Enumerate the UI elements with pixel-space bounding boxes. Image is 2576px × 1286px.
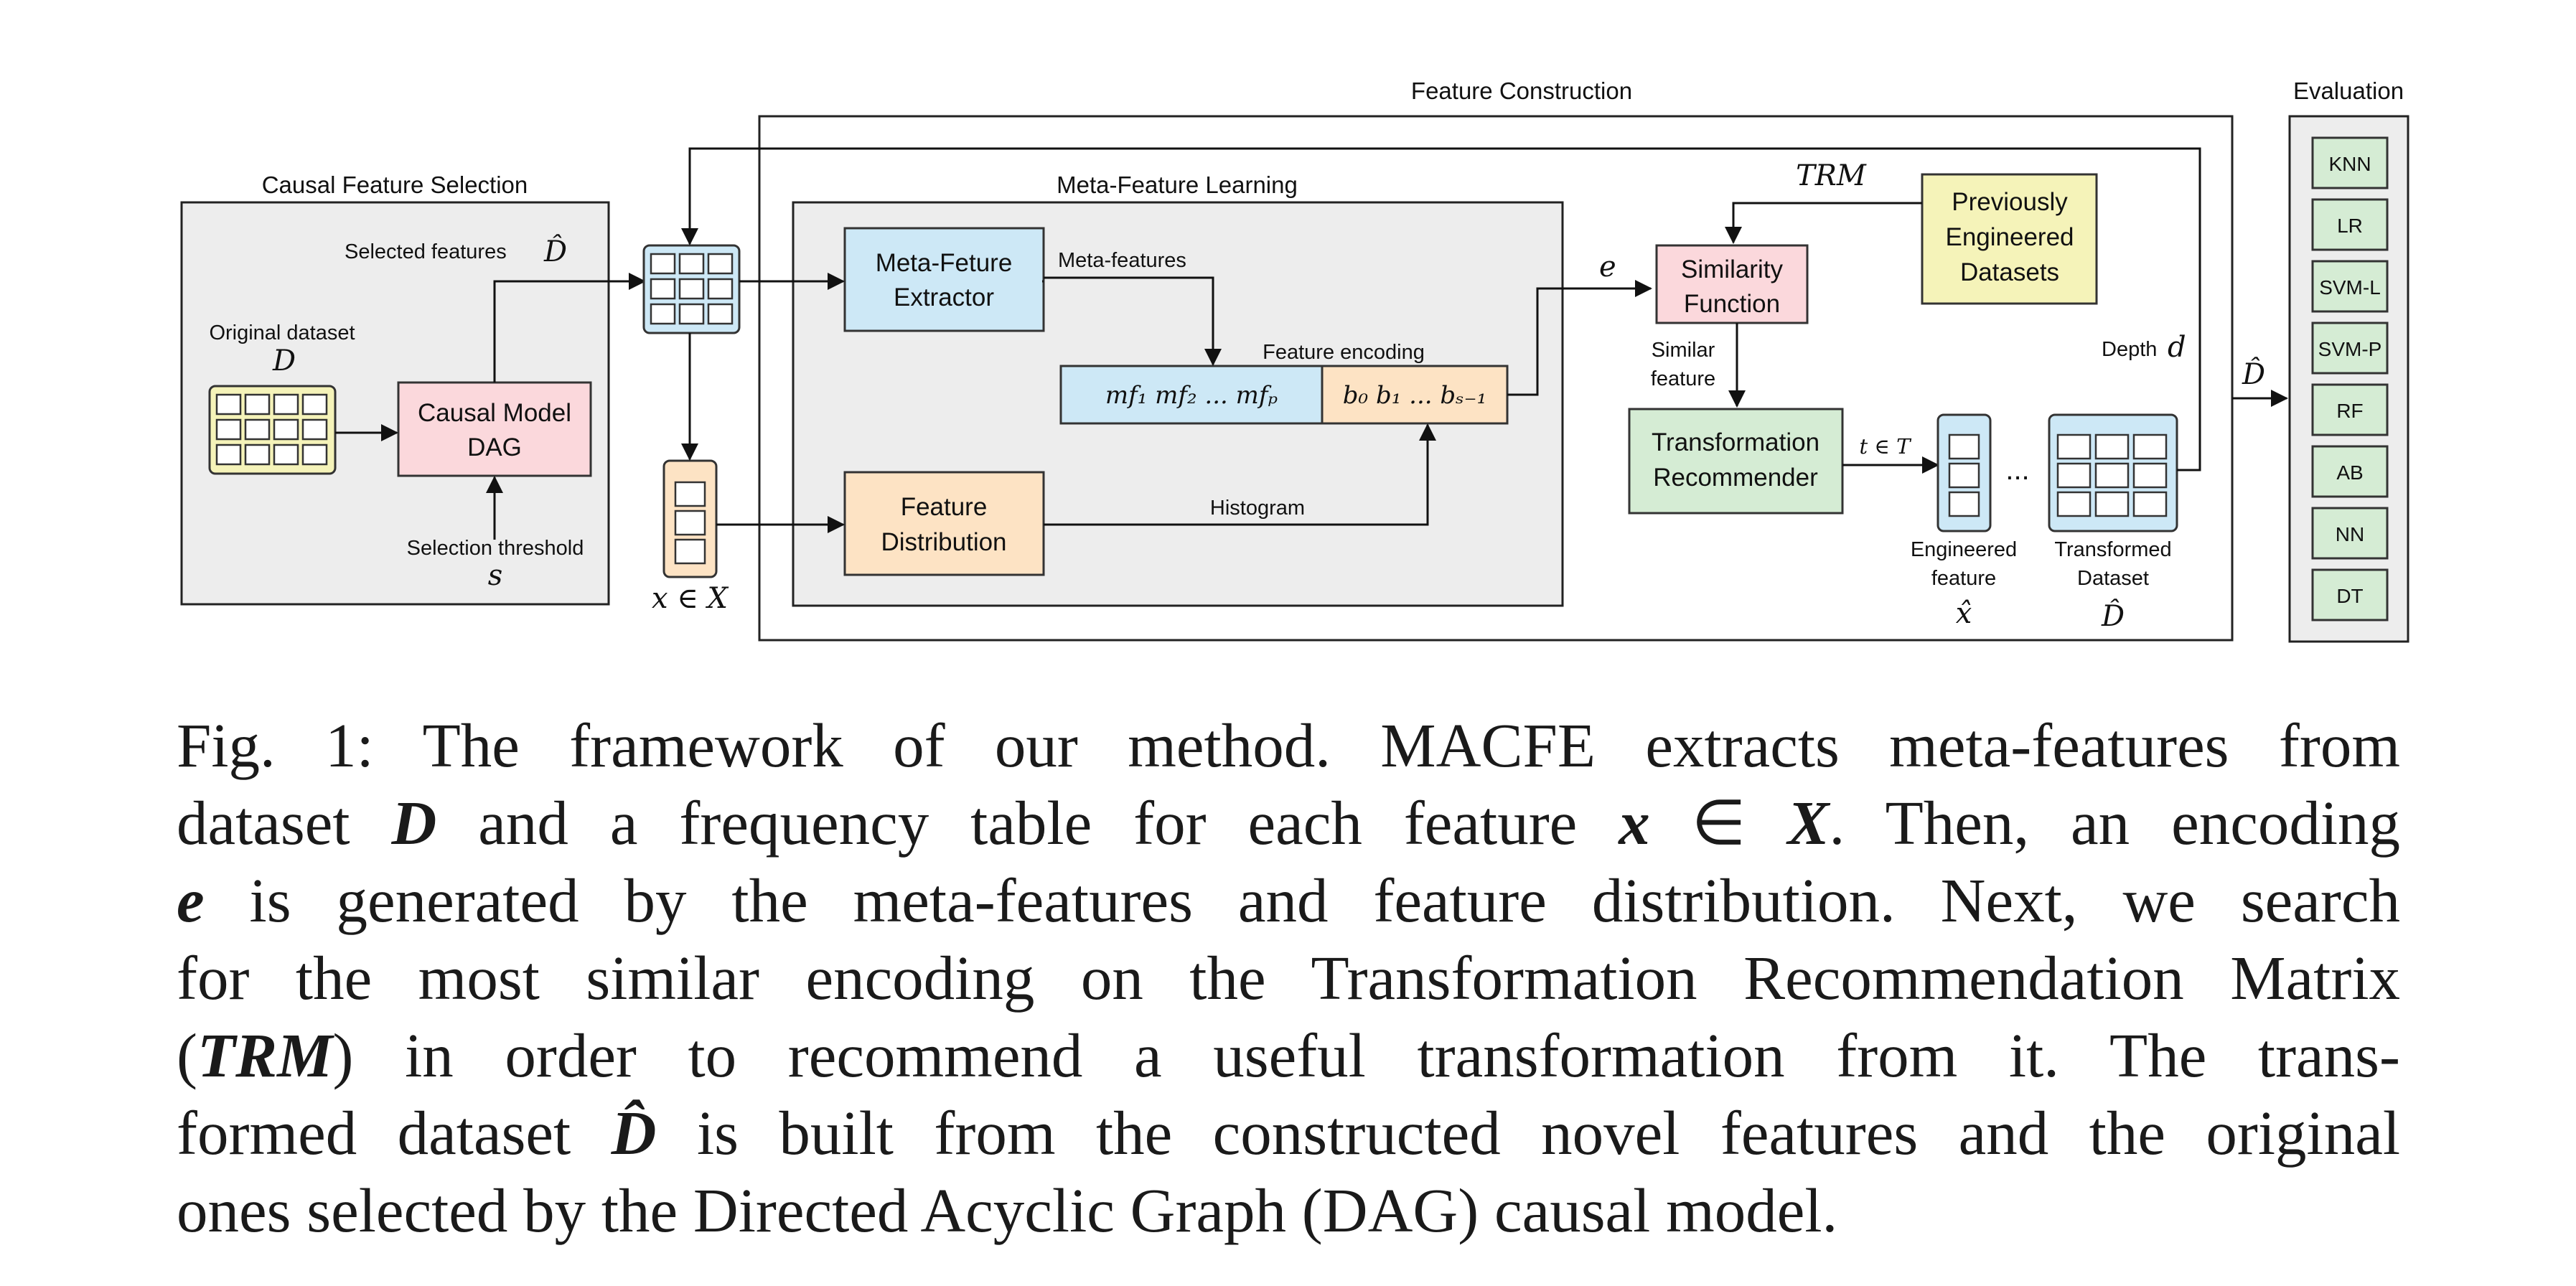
feature-set-X-symbol: X xyxy=(1787,788,1830,858)
transformation-recommender-box xyxy=(1628,408,1844,515)
engineered-feature-line1: Engineered xyxy=(1911,538,2017,561)
caption-line-4: for the most similar encoding on the Tra… xyxy=(177,943,2400,1013)
selection-threshold-symbol: s xyxy=(488,559,503,592)
meta-panel-title: Meta-Feature Learning xyxy=(1057,172,1298,198)
transformed-dataset-grid-icon xyxy=(2048,413,2178,532)
causal-model-line2: DAG xyxy=(467,433,522,461)
feature-x-symbol: x xyxy=(1619,788,1650,858)
figure-caption: Fig. 1: The framework of our method. MAC… xyxy=(177,707,2400,1249)
feature-x-column-icon xyxy=(662,459,718,578)
transformed-dataset-line1: Transformed xyxy=(2054,538,2171,561)
similarity-function-box xyxy=(1655,244,1809,324)
histogram-bins-text: b₀ b₁ ... bₛ₋₁ xyxy=(1343,381,1486,410)
eval-model-label-dt: DT xyxy=(2336,585,2363,607)
output-dataset-symbol: D̂ xyxy=(2242,358,2265,391)
previous-line2: Engineered xyxy=(1945,223,2074,251)
eval-model-label-nn: NN xyxy=(2336,523,2364,545)
mf-encoding-text: mf₁ mf₂ ... mfₚ xyxy=(1105,381,1278,410)
evaluation-title: Evaluation xyxy=(2293,78,2404,104)
meta-features-label: Meta-features xyxy=(1058,249,1186,272)
trm-symbol: TRM xyxy=(197,1020,333,1090)
previous-line1: Previously xyxy=(1952,188,2068,216)
eval-model-label-svm-p: SVM-P xyxy=(2318,338,2382,360)
causal-feature-selection-panel: Causal Feature Selection Selected featur… xyxy=(180,172,646,606)
eval-model-label-lr: LR xyxy=(2337,215,2363,237)
feature-construction-panel xyxy=(758,115,2234,642)
evaluation-panel: Evaluation KNN LR SVM-L SVM-P RF AB NN DT xyxy=(2288,78,2409,643)
caption-line-5: (TRM) in order to recommend a useful tra… xyxy=(177,1020,2400,1090)
original-dataset-symbol: D xyxy=(272,344,296,377)
recommender-line1: Transformation xyxy=(1652,428,1819,456)
similarity-line1: Similarity xyxy=(1681,255,1783,283)
eval-model-box-svm-p xyxy=(2311,322,2389,375)
engineered-feature-column-icon xyxy=(1936,413,1992,532)
caption-line-7: ones selected by the Directed Acyclic Gr… xyxy=(177,1175,1838,1245)
similar-feature-line2: feature xyxy=(1651,367,1715,390)
engineered-feature-line2: feature xyxy=(1931,567,1996,590)
encoding-e-label: e xyxy=(1599,250,1616,283)
eval-model-label-rf: RF xyxy=(2336,400,2363,422)
selected-features-symbol: D̂ xyxy=(543,235,567,268)
ellipsis: ... xyxy=(2005,454,2029,486)
feature-encoding-label: Feature encoding xyxy=(1263,341,1425,364)
recommender-line2: Recommender xyxy=(1653,464,1818,492)
previous-line3: Datasets xyxy=(1960,258,2059,286)
encoding-e-symbol: e xyxy=(177,865,205,935)
eval-model-box-ab xyxy=(2311,445,2389,498)
engineered-feature-symbol: x̂ xyxy=(1956,597,1972,630)
transformed-dataset-line2: Dataset xyxy=(2077,567,2149,590)
causal-model-box xyxy=(397,381,592,477)
caption-line-6: formed dataset D̂ is built from the cons… xyxy=(177,1098,2401,1168)
original-dataset-table-icon xyxy=(208,385,337,475)
eval-model-label-knn: KNN xyxy=(2328,153,2371,175)
transformed-dataset-symbol: D̂ xyxy=(2101,600,2125,633)
meta-feature-extractor-box xyxy=(843,227,1045,332)
eval-model-box-nn xyxy=(2311,507,2389,560)
previously-engineered-box xyxy=(1921,173,2098,305)
caption-line-1: Fig. 1: The framework of our method. MAC… xyxy=(177,710,2400,780)
distribution-line1: Feature xyxy=(901,493,988,521)
eval-model-box-knn xyxy=(2311,136,2389,189)
feature-distribution-box xyxy=(843,471,1045,576)
t-in-T-label: t ∈ T xyxy=(1860,434,1913,459)
histogram-label: Histogram xyxy=(1210,497,1305,520)
selection-threshold-label: Selection threshold xyxy=(407,537,584,560)
distribution-line2: Distribution xyxy=(881,528,1006,556)
original-dataset-label: Original dataset xyxy=(209,322,355,344)
extractor-line1: Meta-Feture xyxy=(876,249,1013,277)
eval-model-box-svm-l xyxy=(2311,260,2389,313)
similar-feature-line1: Similar xyxy=(1652,339,1715,362)
depth-symbol: d xyxy=(2168,331,2186,364)
dataset-D-symbol: D xyxy=(391,788,437,858)
depth-label: Depth xyxy=(2102,338,2157,361)
trm-label: TRM xyxy=(1796,159,1867,192)
similarity-line2: Function xyxy=(1684,290,1780,318)
x-in-X-label: x ∈ X xyxy=(652,582,729,615)
framework-diagram: Causal Feature Selection Selected featur… xyxy=(180,78,2409,643)
eval-model-box-rf xyxy=(2311,383,2389,436)
eval-model-box-dt xyxy=(2311,568,2389,621)
caption-line-3: e is generated by the meta-features and … xyxy=(177,865,2400,935)
causal-model-line1: Causal Model xyxy=(418,399,571,427)
eval-model-label-ab: AB xyxy=(2336,461,2363,484)
causal-panel-title: Causal Feature Selection xyxy=(262,172,528,198)
extractor-line2: Extractor xyxy=(894,283,994,311)
transformed-D-symbol: D̂ xyxy=(611,1098,657,1168)
eval-model-label-svm-l: SVM-L xyxy=(2319,276,2381,299)
meta-feature-learning-panel: Meta-Feature Learning Meta-Feture Extrac… xyxy=(792,172,1564,607)
feature-construction-title: Feature Construction xyxy=(1411,78,1632,104)
eval-model-box-lr xyxy=(2311,198,2389,251)
caption-line-2: dataset D and a frequency table for each… xyxy=(177,788,2401,858)
selected-features-grid-icon xyxy=(642,244,741,334)
selected-features-label: Selected features xyxy=(345,240,507,263)
mf-encoding-box xyxy=(1059,365,1324,425)
histogram-bins-box xyxy=(1321,365,1509,425)
